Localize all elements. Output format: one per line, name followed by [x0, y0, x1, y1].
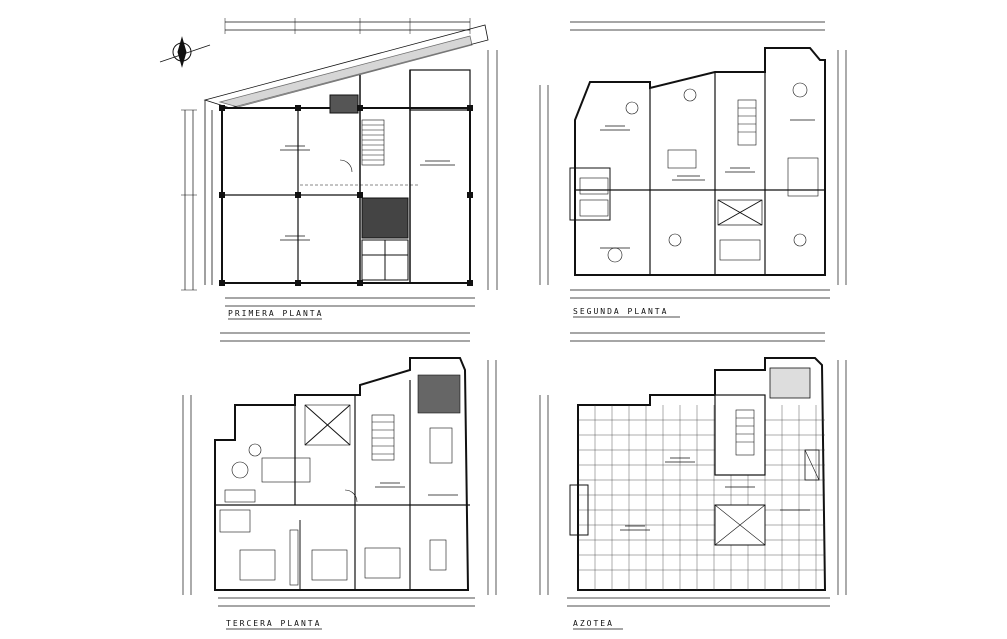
plan-segunda-planta — [539, 21, 847, 299]
plan-captions: PRIMERA PLANTA SEGUNDA PLANTA TERCERA PL… — [226, 307, 668, 628]
furniture — [579, 82, 819, 263]
dimension-lines — [181, 18, 498, 307]
dimension-lines — [539, 332, 847, 607]
stair — [361, 119, 385, 166]
north-arrow-icon — [159, 36, 211, 68]
caption-azotea: AZOTEA — [573, 619, 614, 628]
caption-primera-planta: PRIMERA PLANTA — [228, 309, 323, 318]
stair — [735, 409, 755, 456]
dimension-lines — [182, 332, 497, 607]
caption-tercera-planta: TERCERA PLANTA — [226, 619, 321, 628]
plan-tercera-planta — [182, 332, 497, 607]
dimension-lines — [539, 21, 847, 299]
level-markers — [375, 482, 458, 496]
plan-azotea — [539, 332, 847, 607]
caption-segunda-planta: SEGUNDA PLANTA — [573, 307, 668, 316]
level-markers — [600, 119, 815, 249]
stair — [737, 99, 757, 146]
stair — [289, 414, 395, 586]
level-markers — [620, 457, 810, 531]
plan-primera-planta — [181, 18, 498, 307]
furniture — [219, 427, 453, 581]
level-markers — [280, 145, 455, 241]
